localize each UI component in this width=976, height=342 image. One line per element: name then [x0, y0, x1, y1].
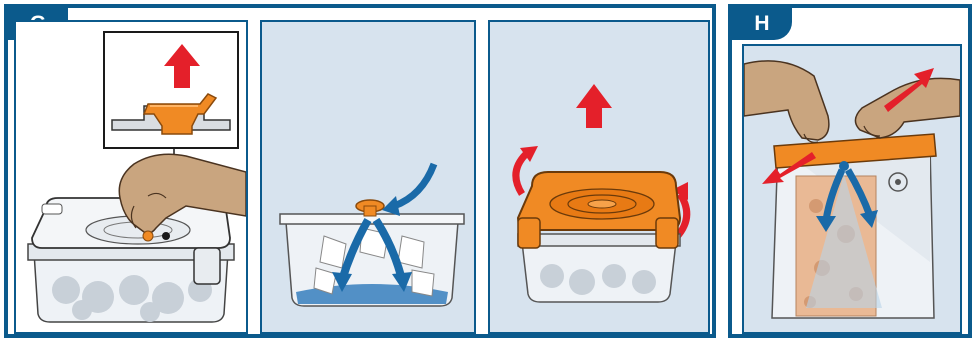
panel-bag-valve — [742, 44, 962, 334]
figure-h-label: H — [732, 8, 792, 40]
curved-arrow-icon — [382, 164, 434, 216]
lift-lid-illustration — [490, 22, 708, 332]
air-flow-illustration — [262, 22, 474, 332]
panel-open-valve — [14, 20, 248, 334]
up-arrow-icon — [576, 84, 612, 128]
figure-g-frame: G — [4, 4, 716, 338]
vacuum-bag-illustration — [744, 46, 960, 332]
panel-air-flows-in — [260, 20, 476, 334]
container-icon — [280, 214, 464, 306]
figure-h-frame: H — [728, 4, 972, 338]
hand-icon — [855, 78, 960, 138]
open-valve-illustration — [16, 22, 246, 332]
panel-lift-lid — [488, 20, 710, 334]
hand-icon — [744, 61, 829, 142]
